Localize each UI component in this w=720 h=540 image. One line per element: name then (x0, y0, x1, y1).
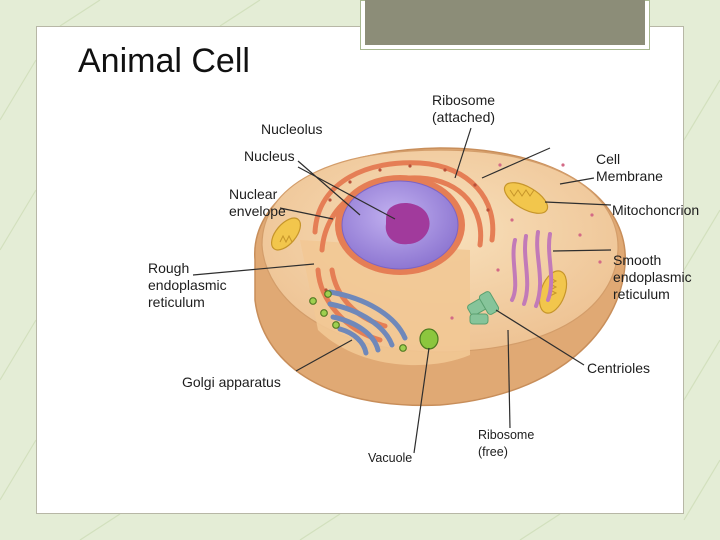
label-cell-membrane-line1: Cell (596, 151, 621, 167)
label-rough-er: Rough endoplasmic reticulum (148, 260, 227, 311)
label-centrioles: Centrioles (587, 360, 651, 376)
label-rough-er-line2: endoplasmic (148, 277, 227, 293)
label-ribosome-free-line2: (free) (478, 445, 508, 459)
nucleolus (385, 202, 430, 245)
label-rough-er-line3: reticulum (148, 294, 205, 310)
label-nucleolus: Nucleolus (261, 121, 323, 137)
label-ribosome-attached-line1: Ribosome (432, 92, 496, 108)
label-nucleus: Nucleus (244, 148, 295, 164)
label-ribosome-free: Ribosome (free) (478, 427, 534, 461)
label-nuclear-envelope-line2: envelope (229, 203, 286, 219)
label-golgi-apparatus: Golgi apparatus (182, 374, 281, 390)
label-cell-membrane-line2: Membrane (596, 168, 663, 184)
smooth-er (510, 230, 554, 308)
label-ribosome-attached: Ribosome (attached) (432, 92, 495, 126)
label-vacuole: Vacuole (368, 451, 413, 465)
label-nuclear-envelope-line1: Nuclear (229, 186, 278, 202)
mitochondria-cristae (279, 189, 558, 297)
header-tab-fill (365, 0, 645, 45)
golgi-apparatus (327, 289, 408, 356)
leader-lines (192, 127, 612, 454)
label-smooth-er-line3: reticulum (613, 286, 670, 302)
label-rough-er-line1: Rough (148, 260, 190, 276)
label-nuclear-envelope: Nuclear envelope (229, 186, 286, 220)
cytoplasm-particles (450, 163, 602, 320)
label-cell-membrane: Cell Membrane (596, 151, 663, 185)
centrioles (467, 291, 500, 325)
label-mitochondrion: Mitochoncrion (612, 202, 700, 218)
vacuole (419, 328, 439, 350)
label-ribosome-free-line1: Ribosome (478, 428, 535, 442)
label-smooth-er-line2: endoplasmic (613, 269, 692, 285)
label-smooth-er: Smooth endoplasmic reticulum (613, 252, 692, 303)
label-ribosome-attached-line2: (attached) (432, 109, 496, 125)
vesicles (309, 290, 407, 352)
slide-title: Animal Cell (78, 42, 250, 80)
rough-er-ribosomes (324, 164, 490, 292)
label-smooth-er-line1: Smooth (613, 252, 662, 268)
